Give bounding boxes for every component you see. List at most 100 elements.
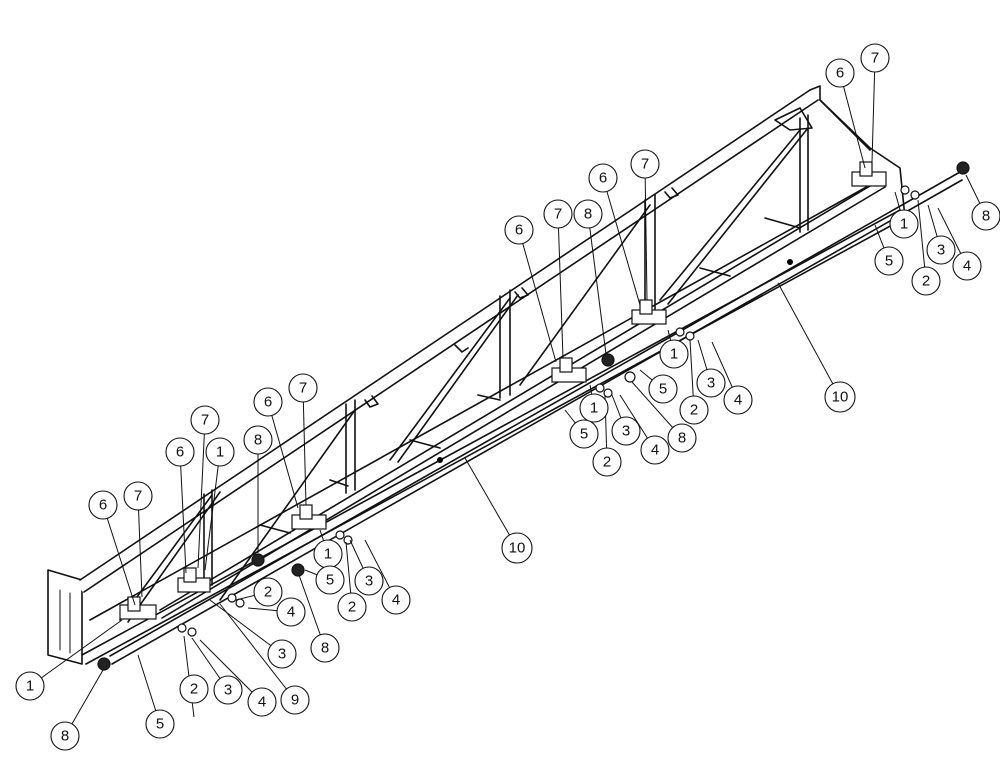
callout-5: 5	[569, 419, 599, 449]
callout-7: 7	[630, 149, 660, 179]
callout-10: 10	[824, 381, 856, 413]
svg-text:2: 2	[922, 273, 930, 290]
callout-6: 6	[88, 490, 118, 520]
bracket-assembly-3	[291, 504, 353, 577]
svg-text:7: 7	[554, 206, 562, 223]
callout-7: 7	[288, 373, 318, 403]
svg-text:6: 6	[99, 497, 107, 514]
svg-text:3: 3	[622, 423, 630, 440]
svg-text:4: 4	[287, 604, 295, 621]
callout-5: 5	[648, 374, 678, 404]
svg-text:9: 9	[291, 692, 299, 709]
svg-text:10: 10	[832, 389, 849, 406]
svg-text:6: 6	[176, 444, 184, 461]
svg-text:4: 4	[651, 442, 659, 459]
callout-3: 3	[696, 368, 726, 398]
callout-10: 10	[501, 532, 533, 564]
callout-4: 4	[952, 251, 982, 281]
callout-7: 7	[123, 481, 153, 511]
callout-1: 1	[313, 539, 343, 569]
callout-3: 3	[926, 235, 956, 265]
svg-text:4: 4	[392, 592, 400, 609]
callout-2: 2	[337, 592, 367, 622]
callout-6: 6	[165, 437, 195, 467]
callout-7: 7	[190, 405, 220, 435]
callout-4: 4	[723, 385, 753, 415]
bracket-assembly-right	[851, 161, 970, 200]
svg-text:2: 2	[348, 599, 356, 616]
callout-3: 3	[213, 675, 243, 705]
svg-text:3: 3	[224, 682, 232, 699]
svg-text:6: 6	[836, 65, 844, 82]
callout-5: 5	[874, 246, 904, 276]
svg-text:1: 1	[26, 678, 34, 695]
svg-text:4: 4	[258, 694, 266, 711]
bracket-assembly-2	[177, 553, 265, 608]
callout-6: 6	[825, 58, 855, 88]
svg-text:1: 1	[324, 546, 332, 563]
svg-text:2: 2	[603, 454, 611, 471]
svg-text:2: 2	[190, 681, 198, 698]
svg-text:3: 3	[707, 375, 715, 392]
svg-text:4: 4	[963, 258, 971, 275]
svg-text:7: 7	[641, 156, 649, 173]
callout-3: 3	[611, 416, 641, 446]
callout-5: 5	[145, 709, 175, 739]
svg-text:3: 3	[937, 242, 945, 259]
callout-8: 8	[50, 721, 80, 751]
svg-text:5: 5	[580, 426, 588, 443]
svg-text:8: 8	[678, 430, 686, 447]
callout-2: 2	[679, 395, 709, 425]
svg-text:2: 2	[690, 402, 698, 419]
callout-1: 1	[659, 339, 689, 369]
end-mount-plate	[47, 569, 83, 665]
svg-text:1: 1	[216, 444, 224, 461]
callout-8: 8	[971, 201, 1000, 231]
callout-2: 2	[592, 447, 622, 477]
callout-8: 8	[573, 199, 603, 229]
callout-4: 4	[276, 597, 306, 627]
callout-6: 6	[253, 387, 283, 417]
bracket-assembly-left	[97, 596, 197, 671]
svg-text:7: 7	[299, 380, 307, 397]
svg-text:7: 7	[871, 50, 879, 67]
callout-1: 1	[205, 437, 235, 467]
svg-text:8: 8	[982, 208, 990, 225]
svg-text:3: 3	[365, 573, 373, 590]
callout-2: 2	[179, 674, 209, 704]
boom-frame	[47, 85, 963, 665]
callout-4: 4	[640, 435, 670, 465]
callout-4: 4	[381, 585, 411, 615]
svg-text:4: 4	[734, 392, 742, 409]
callout-9: 9	[280, 685, 310, 715]
callout-6: 6	[588, 163, 618, 193]
svg-text:7: 7	[134, 488, 142, 505]
svg-text:7: 7	[201, 412, 209, 429]
svg-text:10: 10	[509, 540, 526, 557]
svg-text:3: 3	[278, 646, 286, 663]
svg-text:5: 5	[659, 381, 667, 398]
svg-text:8: 8	[321, 640, 329, 657]
svg-text:5: 5	[156, 716, 164, 733]
svg-text:6: 6	[599, 170, 607, 187]
svg-text:1: 1	[590, 400, 598, 417]
callout-8: 8	[243, 425, 273, 455]
svg-text:5: 5	[885, 253, 893, 270]
svg-text:1: 1	[670, 346, 678, 363]
bracket-assembly-5	[631, 299, 695, 341]
callout-8: 8	[667, 423, 697, 453]
callout-1: 1	[889, 209, 919, 239]
callout-3: 3	[267, 639, 297, 669]
callouts: 1 6 7 2 3 4 9 8 5 6 7 1 2 4 3 8 8 6 7 1 …	[15, 43, 1000, 751]
callout-6: 6	[504, 215, 534, 245]
svg-text:6: 6	[264, 394, 272, 411]
svg-text:5: 5	[326, 572, 334, 589]
svg-text:2: 2	[264, 584, 272, 601]
svg-text:8: 8	[61, 728, 69, 745]
svg-text:6: 6	[515, 222, 523, 239]
callout-8: 8	[310, 633, 340, 663]
callout-3: 3	[354, 566, 384, 596]
svg-text:8: 8	[254, 432, 262, 449]
bracket-assembly-4	[551, 353, 636, 398]
